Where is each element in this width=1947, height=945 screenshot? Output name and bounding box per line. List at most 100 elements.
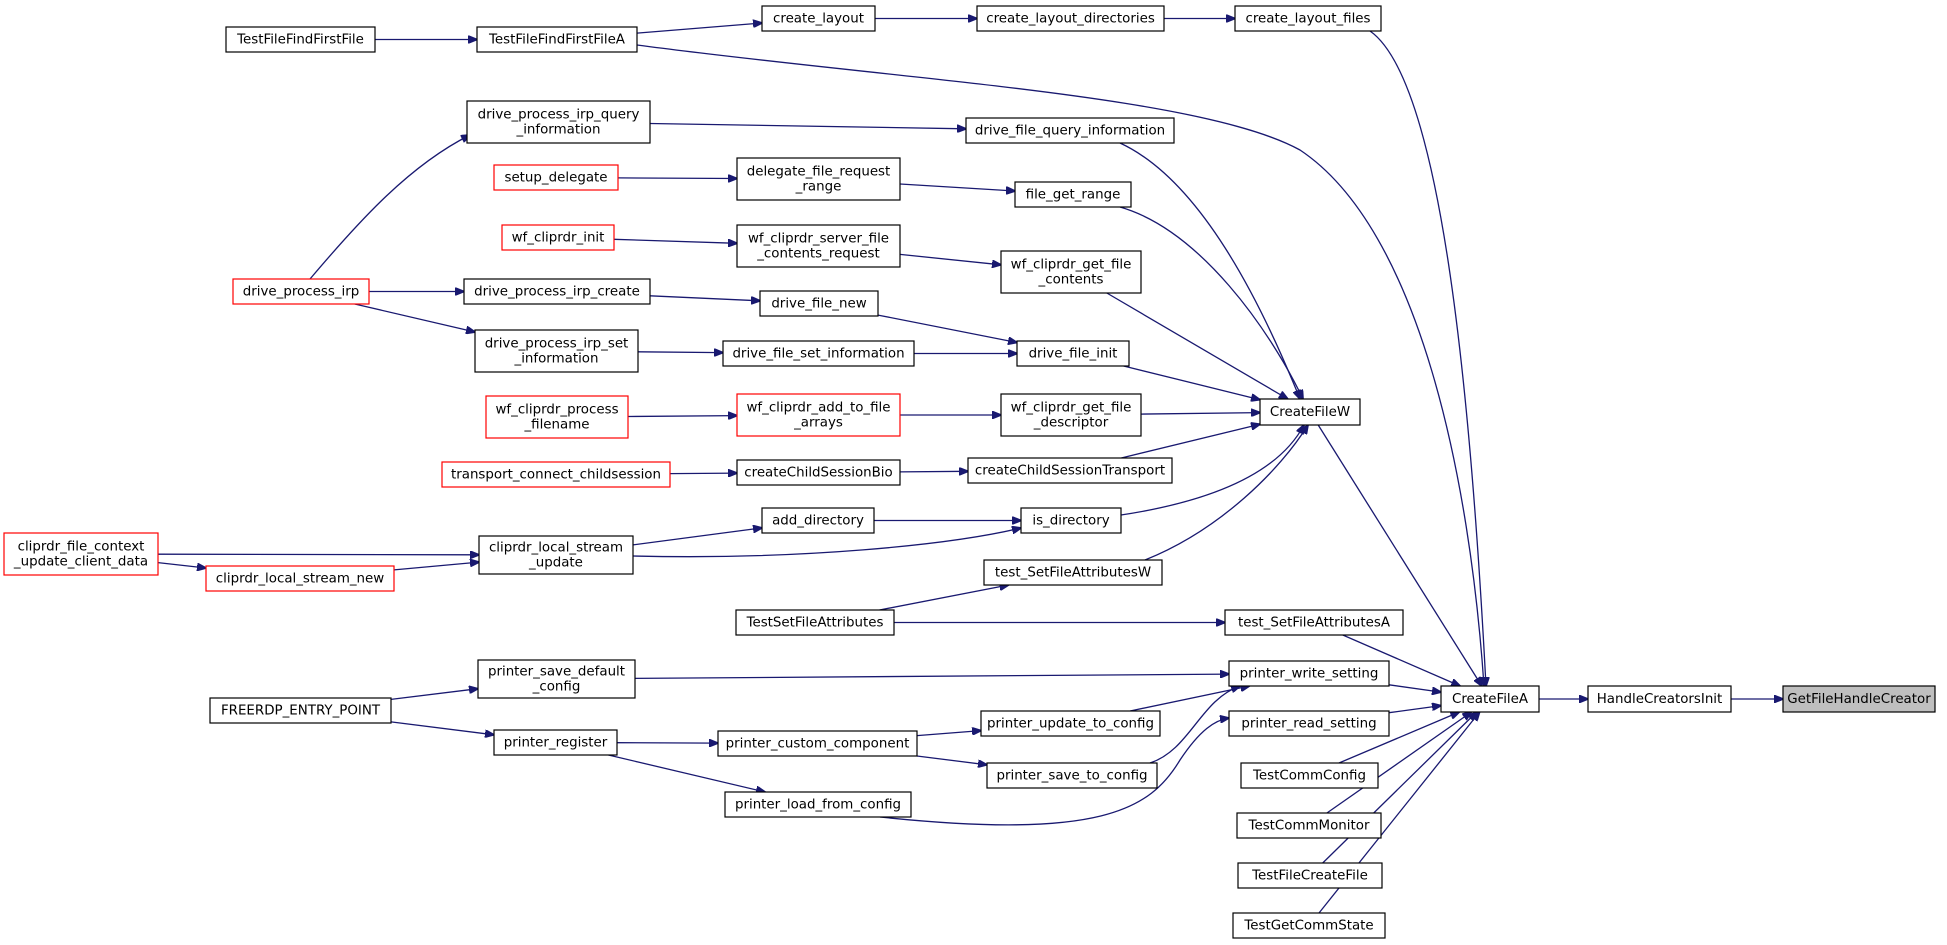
- node-label-line: FREERDP_ENTRY_POINT: [221, 704, 381, 719]
- node-wf_cliprdr_add_to_file_arrays[interactable]: wf_cliprdr_add_to_file_arrays: [736, 393, 901, 437]
- edge-path: [636, 44, 1484, 686]
- node-drive_process_irp_query_information[interactable]: drive_process_irp_query_information: [466, 100, 651, 144]
- edge-printer_custom_component-to-printer_update_to_config: [916, 731, 981, 737]
- node-wf_cliprdr_get_file_contents[interactable]: wf_cliprdr_get_file_contents: [1000, 250, 1142, 294]
- node-HandleCreatorsInit[interactable]: HandleCreatorsInit: [1587, 685, 1732, 713]
- edge-path: [637, 352, 723, 353]
- node-createChildSessionBio[interactable]: createChildSessionBio: [736, 459, 901, 486]
- node-box: [1016, 340, 1130, 367]
- edge-path: [649, 295, 760, 301]
- edge-createChildSessionBio-to-createChildSessionTransport: [899, 471, 968, 472]
- node-box: [1232, 912, 1386, 939]
- node-box: [761, 5, 876, 32]
- edge-drive_file_init-to-CreateFileW: [1123, 365, 1260, 400]
- node-box: [3, 532, 159, 576]
- node-FREERDP_ENTRY_POINT[interactable]: FREERDP_ENTRY_POINT: [209, 697, 392, 724]
- edge-path: [899, 471, 968, 472]
- node-wf_cliprdr_process_filename[interactable]: wf_cliprdr_process_filename: [485, 395, 629, 439]
- node-label-line: CreateFileW: [1270, 405, 1350, 420]
- node-label-line: printer_register: [504, 736, 608, 751]
- node-label-line: wf_cliprdr_get_file: [1011, 401, 1132, 416]
- edge-path: [157, 561, 206, 568]
- node-printer_load_from_config[interactable]: printer_load_from_config: [724, 791, 912, 818]
- node-TestFileFindFirstFile[interactable]: TestFileFindFirstFile: [225, 26, 376, 53]
- node-box: [965, 117, 1175, 144]
- edge-path: [608, 754, 765, 792]
- node-printer_custom_component[interactable]: printer_custom_component: [717, 730, 918, 757]
- edge-path: [1140, 413, 1260, 415]
- node-test_SetFileAttributesW[interactable]: test_SetFileAttributesW: [983, 559, 1163, 586]
- node-drive_file_new[interactable]: drive_file_new: [759, 290, 879, 317]
- node-box: [980, 710, 1161, 737]
- node-test_SetFileAttributesA[interactable]: test_SetFileAttributesA: [1224, 609, 1404, 636]
- node-file_get_range[interactable]: file_get_range: [1014, 181, 1132, 208]
- node-transport_connect_childsession[interactable]: transport_connect_childsession: [441, 461, 671, 488]
- node-label-line: _descriptor: [1033, 416, 1109, 431]
- node-wf_cliprdr_init[interactable]: wf_cliprdr_init: [501, 224, 615, 251]
- edge-TestFileFindFirstFileA-to-create_layout: [636, 23, 762, 34]
- node-box: [736, 459, 901, 486]
- node-TestCommConfig[interactable]: TestCommConfig: [1240, 762, 1379, 789]
- node-delegate_file_request_range[interactable]: delegate_file_request_range: [736, 157, 901, 201]
- node-drive_file_init[interactable]: drive_file_init: [1016, 340, 1130, 367]
- node-drive_process_irp_set_information[interactable]: drive_process_irp_set_information: [474, 329, 639, 373]
- node-printer_read_setting[interactable]: printer_read_setting: [1228, 710, 1390, 737]
- node-TestGetCommState[interactable]: TestGetCommState: [1232, 912, 1386, 939]
- node-box: [493, 729, 618, 756]
- node-drive_file_set_information[interactable]: drive_file_set_information: [722, 340, 915, 367]
- node-drive_process_irp[interactable]: drive_process_irp: [232, 278, 370, 305]
- node-createChildSessionTransport[interactable]: createChildSessionTransport: [967, 457, 1173, 484]
- node-drive_process_irp_create[interactable]: drive_process_irp_create: [463, 278, 651, 305]
- node-box: [1000, 250, 1142, 294]
- edge-path: [879, 585, 1009, 611]
- node-CreateFileW[interactable]: CreateFileW: [1259, 398, 1361, 426]
- node-TestFileFindFirstFileA[interactable]: TestFileFindFirstFileA: [476, 26, 638, 53]
- node-cliprdr_local_stream_new[interactable]: cliprdr_local_stream_new: [205, 565, 395, 592]
- node-setup_delegate[interactable]: setup_delegate: [493, 164, 619, 191]
- node-printer_update_to_config[interactable]: printer_update_to_config: [980, 710, 1161, 737]
- node-create_layout_directories[interactable]: create_layout_directories: [976, 5, 1165, 32]
- node-GetFileHandleCreator[interactable]: GetFileHandleCreator: [1782, 685, 1936, 713]
- edge-path: [390, 721, 494, 735]
- node-box: [463, 278, 651, 305]
- node-box: [485, 395, 629, 439]
- edge-test_SetFileAttributesW-to-CreateFileW: [1144, 425, 1308, 561]
- edge-path: [1326, 712, 1472, 814]
- node-printer_register[interactable]: printer_register: [493, 729, 618, 756]
- edge-path: [916, 755, 987, 765]
- node-label-line: TestFileFindFirstFileA: [488, 33, 626, 48]
- node-box: [477, 659, 636, 699]
- node-label-line: createChildSessionTransport: [975, 464, 1165, 479]
- node-TestSetFileAttributes[interactable]: TestSetFileAttributes: [735, 609, 895, 636]
- node-printer_save_default_config[interactable]: printer_save_default_config: [477, 659, 636, 699]
- node-box: [724, 791, 912, 818]
- node-TestFileCreateFile[interactable]: TestFileCreateFile: [1237, 862, 1383, 889]
- node-label-line: delegate_file_request: [747, 165, 891, 180]
- node-box: [1228, 660, 1390, 687]
- node-label-line: drive_file_query_information: [975, 124, 1165, 139]
- edge-path: [1106, 292, 1288, 399]
- edge-path: [1369, 30, 1486, 686]
- node-wf_cliprdr_server_file_contents_request[interactable]: wf_cliprdr_server_file_contents_request: [736, 224, 901, 268]
- node-box: [1234, 5, 1382, 32]
- node-wf_cliprdr_get_file_descriptor[interactable]: wf_cliprdr_get_file_descriptor: [1000, 393, 1142, 437]
- node-is_directory[interactable]: is_directory: [1020, 507, 1122, 534]
- node-add_directory[interactable]: add_directory: [761, 507, 875, 534]
- node-cliprdr_local_stream_update[interactable]: cliprdr_local_stream_update: [478, 535, 634, 575]
- edge-drive_process_irp_query_information-to-drive_file_query_information: [649, 122, 966, 129]
- node-label-line: drive_process_irp_set: [485, 337, 629, 352]
- edge-TestFileFindFirstFileA-to-CreateFileA: [636, 44, 1484, 686]
- node-create_layout[interactable]: create_layout: [761, 5, 876, 32]
- node-drive_file_query_information[interactable]: drive_file_query_information: [965, 117, 1175, 144]
- node-printer_write_setting[interactable]: printer_write_setting: [1228, 660, 1390, 687]
- node-create_layout_files[interactable]: create_layout_files: [1234, 5, 1382, 32]
- node-box: [759, 290, 879, 317]
- node-CreateFileA[interactable]: CreateFileA: [1440, 685, 1540, 713]
- node-TestCommMonitor[interactable]: TestCommMonitor: [1236, 812, 1382, 839]
- node-box: [1224, 609, 1404, 636]
- node-box: [1237, 862, 1383, 889]
- node-label-line: drive_file_init: [1029, 347, 1118, 362]
- node-printer_save_to_config[interactable]: printer_save_to_config: [986, 762, 1158, 789]
- node-cliprdr_file_context_update_client_data[interactable]: cliprdr_file_context_update_client_data: [3, 532, 159, 576]
- edge-is_directory-to-CreateFileW: [1120, 425, 1304, 516]
